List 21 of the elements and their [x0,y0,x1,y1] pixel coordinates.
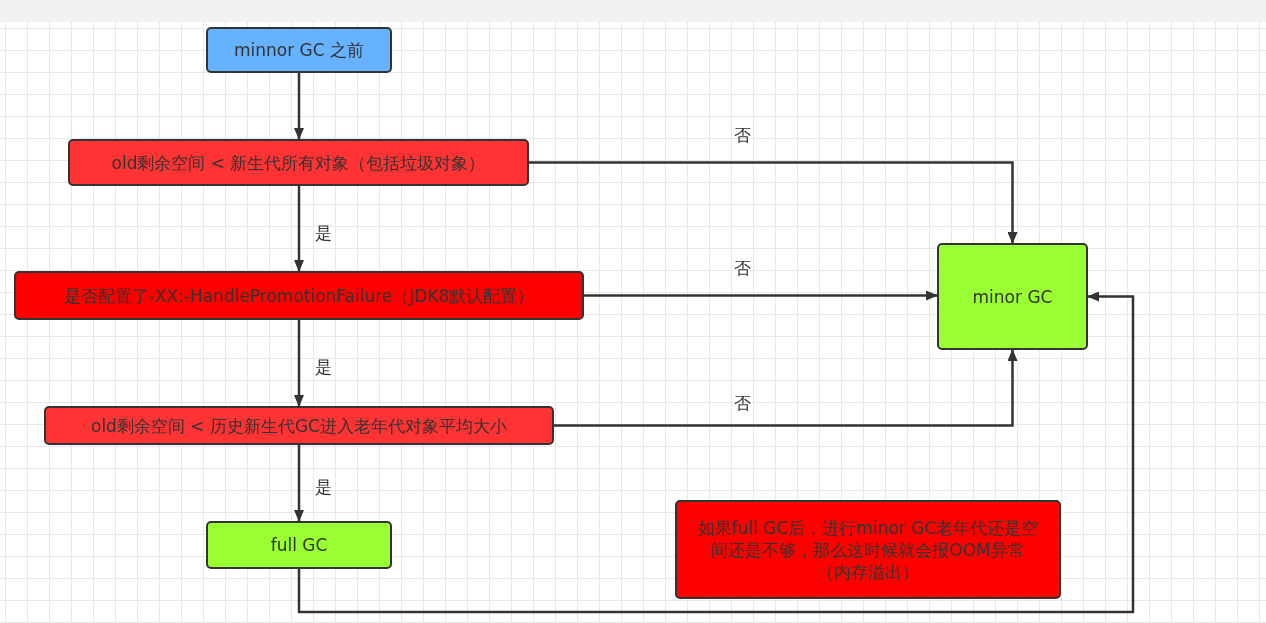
decision-box: old剩余空间 < 新生代所有对象（包括垃圾对象） [68,139,529,186]
edge-label: 否 [734,123,751,147]
edge-label: 是 [315,476,332,499]
edge-label: 否 [734,391,751,415]
edge-label: 是 [315,356,332,379]
process-box: minor GC [937,243,1088,350]
note-box: 如果full GC后，进行minor GC老年代还是空间还是不够，那么这时候就会报OOM异常（内存溢出） [675,500,1061,599]
edge-label: 否 [734,256,751,280]
arrow [297,291,1135,614]
arrow [584,290,938,301]
arrow [294,73,304,140]
arrow [294,445,304,522]
process-box: full GC [206,521,392,569]
arrow [554,349,1018,427]
edge-label: 是 [315,221,332,245]
arrow [529,161,1018,244]
decision-box: 是否配置了-XX:-HandlePromotionFailure（JDK8默认配置） [14,271,584,320]
start-box: minnor GC 之前 [206,27,392,73]
arrow [294,186,304,272]
arrow [294,320,304,407]
decision-box: old剩余空间 < 历史新生代GC进入老年代对象平均大小 [44,406,554,445]
